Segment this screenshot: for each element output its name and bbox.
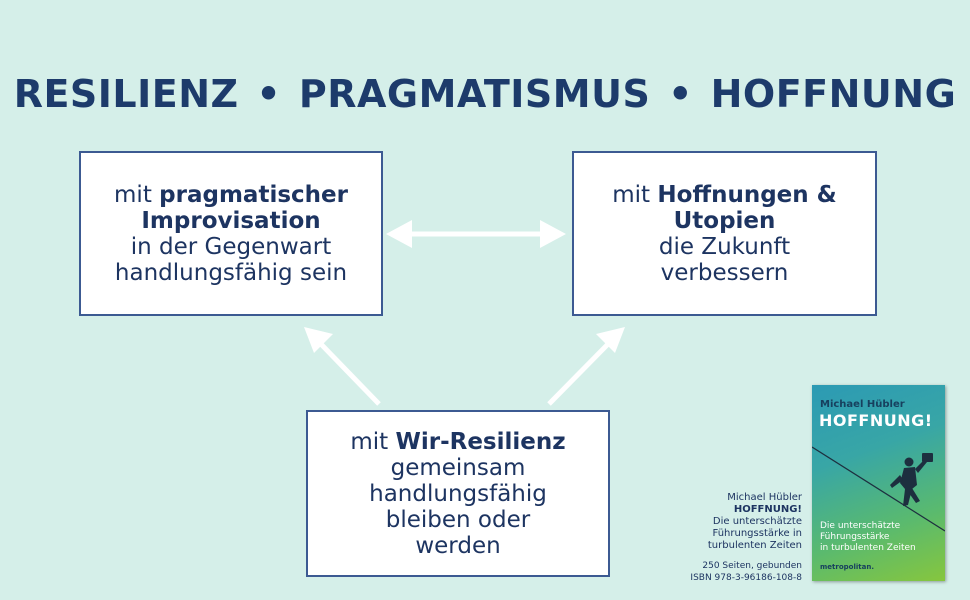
headline-hoffnung: HOFFNUNG (710, 72, 957, 116)
headline: RESILIENZ • PRAGMATISMUS • HOFFNUNG (0, 72, 970, 116)
book-subtitle-1: Die unterschätzte (712, 516, 802, 527)
box-line-2: gemeinsam (390, 454, 526, 481)
cover-publisher: metropolitan. (820, 563, 874, 571)
box-bold-text: pragmatischer (159, 181, 348, 208)
box-bold-text: Hoffnungen & (657, 181, 837, 208)
box-text: mit (612, 181, 651, 208)
book-isbn: ISBN 978-3-96186-108-8 (690, 573, 802, 583)
cover-author: Michael Hübler (820, 399, 905, 410)
box-line-1: mit pragmatischer (114, 182, 348, 208)
cover-title: HOFFNUNG! (819, 411, 933, 430)
box-line-4: bleiben oder (385, 506, 531, 533)
cover-subtitle: Die unterschätzte Führungsstärke in turb… (820, 521, 916, 554)
book-info: Michael Hübler HOFFNUNG! Die unterschätz… (668, 492, 802, 584)
cover-subtitle-2: Führungsstärke (820, 532, 890, 542)
headline-separator: • (256, 72, 282, 116)
box-resilience: mit Wir-Resilienz gemeinsam handlungsfäh… (306, 410, 610, 577)
box-text: mit (350, 428, 389, 455)
headline-resilienz: RESILIENZ (13, 72, 239, 116)
double-arrow (386, 220, 566, 248)
cover-subtitle-3: in turbulenten Zeiten (820, 543, 916, 553)
book-title: HOFFNUNG! (733, 504, 802, 515)
box-line-3: in der Gegenwart (130, 233, 332, 260)
headline-pragmatismus: PRAGMATISMUS (298, 72, 651, 116)
book-author: Michael Hübler (727, 492, 802, 503)
box-line-4: handlungsfähig sein (114, 259, 348, 286)
cover-subtitle-1: Die unterschätzte (820, 521, 901, 531)
book-cover: Michael Hübler HOFFNUNG! Die unterschätz… (812, 385, 945, 581)
box-line-2: Improvisation (141, 208, 320, 234)
box-line-1: mit Hoffnungen & (612, 182, 836, 208)
box-line-3: die Zukunft (658, 233, 791, 260)
box-pragmatism: mit pragmatischer Improvisation in der G… (79, 151, 383, 316)
box-line-4: verbessern (660, 259, 789, 286)
box-bold-text: Wir-Resilienz (395, 428, 566, 455)
book-subtitle-3: turbulenten Zeiten (707, 540, 802, 551)
arrow-up-left (304, 327, 381, 406)
box-line-3: handlungsfähig (369, 480, 547, 507)
box-line-5: werden (415, 532, 501, 559)
box-hope: mit Hoffnungen & Utopien die Zukunft ver… (572, 151, 877, 316)
box-bold-text: Utopien (673, 207, 776, 234)
box-line-1: mit Wir-Resilienz (350, 429, 565, 455)
box-text: mit (114, 181, 152, 208)
book-pages: 250 Seiten, gebunden (702, 561, 802, 571)
box-bold-text: Improvisation (141, 207, 321, 234)
tightrope-walker-illustration (812, 446, 945, 532)
book-subtitle-2: Führungsstärke in (712, 528, 802, 539)
arrow-up-right (547, 327, 625, 406)
box-line-2: Utopien (674, 208, 776, 234)
headline-separator: • (668, 72, 693, 116)
